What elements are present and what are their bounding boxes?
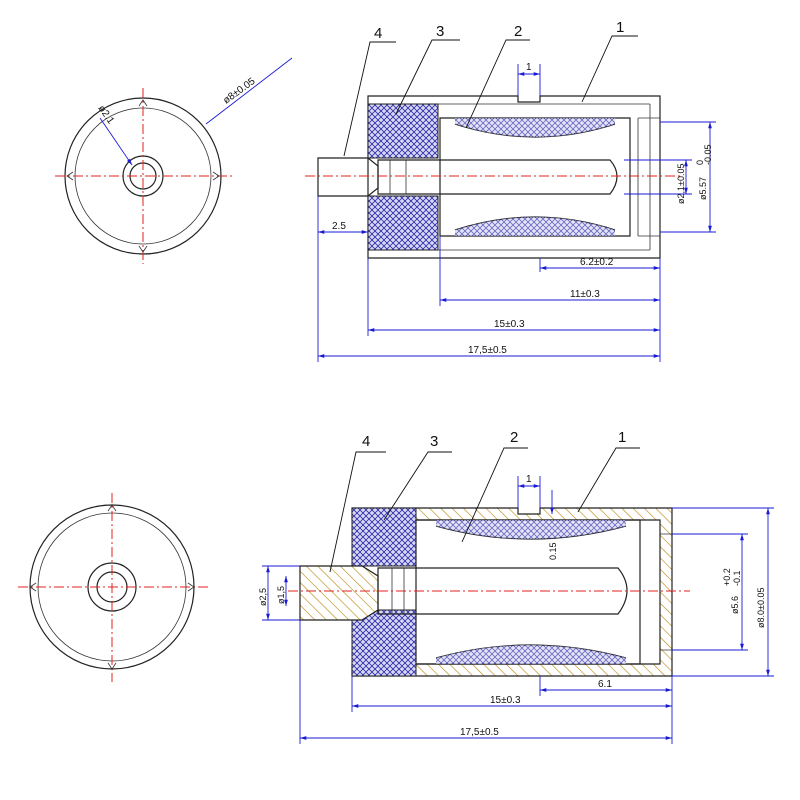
top-pin-collar bbox=[389, 160, 407, 194]
top-end-notch-marks bbox=[66, 99, 220, 253]
bottom-spool-outline bbox=[415, 519, 641, 665]
top-end-outer-circle bbox=[64, 97, 222, 255]
bottom-len15-label: 15±0.3 bbox=[490, 695, 521, 706]
bottom-bore-tol-lower: -0.1 bbox=[732, 570, 742, 586]
bottom-pin-shaft bbox=[377, 567, 628, 615]
bottom-leader-1 bbox=[577, 447, 640, 513]
bottom-callout-4: 4 bbox=[362, 433, 370, 450]
top-stub-label: 2.5 bbox=[332, 221, 346, 232]
bottom-spool-lower-hatch bbox=[436, 645, 626, 664]
bottom-spool-upper-hatch bbox=[436, 520, 626, 539]
top-leader-4 bbox=[343, 41, 396, 157]
top-callout-2: 2 bbox=[514, 23, 522, 40]
top-housing-bore-step bbox=[637, 117, 660, 237]
top-bore-dia-label: ø5.57 bbox=[698, 177, 708, 200]
top-bore-tol-upper: 0 bbox=[695, 160, 705, 165]
top-pin-shaft bbox=[377, 159, 618, 195]
bottom-callout-2: 2 bbox=[510, 429, 518, 446]
bottom-len6-label: 6.1 bbox=[598, 679, 612, 690]
top-end-outer-dia-label: ø8±0.05 bbox=[221, 76, 257, 107]
top-leader-1 bbox=[581, 35, 638, 103]
top-callout-4: 4 bbox=[374, 25, 382, 42]
top-spool-upper-hatch bbox=[455, 118, 615, 137]
bottom-end-notch-marks bbox=[29, 504, 195, 670]
top-leader-2 bbox=[465, 39, 530, 129]
top-end-inner-dim-leader bbox=[99, 117, 133, 166]
top-insert-upper bbox=[367, 103, 439, 159]
bottom-leader-2 bbox=[461, 447, 528, 543]
bottom-pin-stub bbox=[299, 565, 379, 621]
top-len6-label: 6.2±0.2 bbox=[580, 257, 614, 268]
top-spool-lower-hatch bbox=[455, 217, 615, 236]
top-callout-1: 1 bbox=[616, 19, 624, 36]
bottom-wall-label: 0.15 bbox=[548, 542, 558, 560]
bottom-stub-inner-label: ø1,5 bbox=[276, 586, 286, 604]
bottom-section-view: 1 0.15 ø2,5 ø1,5 ø5.6 +0.2 -0.1 ø8.0±0.0… bbox=[258, 429, 774, 744]
top-len17-label: 17,5±0.5 bbox=[468, 345, 507, 356]
top-len15-label: 15±0.3 bbox=[494, 319, 525, 330]
top-section-view: 1 ø5.57 0 -0.05 ø2,1±0.05 2.5 6.2±0.2 11… bbox=[305, 19, 716, 362]
bottom-housing-step bbox=[660, 533, 672, 651]
top-end-outer-dim-leader bbox=[205, 57, 293, 125]
bottom-stub-outer-label: ø2,5 bbox=[258, 588, 268, 606]
bottom-bore-tol-upper: +0.2 bbox=[722, 568, 732, 586]
top-callout-3: 3 bbox=[436, 23, 444, 40]
top-pin-stub bbox=[317, 157, 379, 197]
top-pin-dia-label: ø2,1±0.05 bbox=[676, 164, 686, 204]
top-bore-tol-lower: -0.05 bbox=[703, 144, 713, 165]
top-len11-label: 11±0.3 bbox=[570, 289, 600, 300]
top-end-view: ø2.1 ø8±0.05 bbox=[55, 57, 293, 264]
bottom-callout-3: 3 bbox=[430, 433, 438, 450]
top-end-inner-dia-label: ø2.1 bbox=[96, 103, 117, 126]
bottom-callout-1: 1 bbox=[618, 429, 626, 446]
bottom-end-view bbox=[18, 493, 208, 682]
bottom-insert-upper bbox=[351, 507, 417, 567]
top-leader-3 bbox=[395, 39, 460, 115]
bottom-insert-lower bbox=[351, 609, 417, 677]
top-insert-lower bbox=[367, 195, 439, 251]
bottom-groove-label: 1 bbox=[526, 474, 532, 485]
bottom-bore-dia-label: ø5.6 bbox=[730, 596, 740, 614]
top-groove-label: 1 bbox=[526, 62, 532, 73]
bottom-len17-label: 17,5±0.5 bbox=[460, 727, 499, 738]
bottom-outer-dia-label: ø8.0±0.05 bbox=[756, 588, 766, 628]
bottom-leader-4 bbox=[329, 451, 386, 573]
bottom-leader-3 bbox=[383, 451, 452, 521]
